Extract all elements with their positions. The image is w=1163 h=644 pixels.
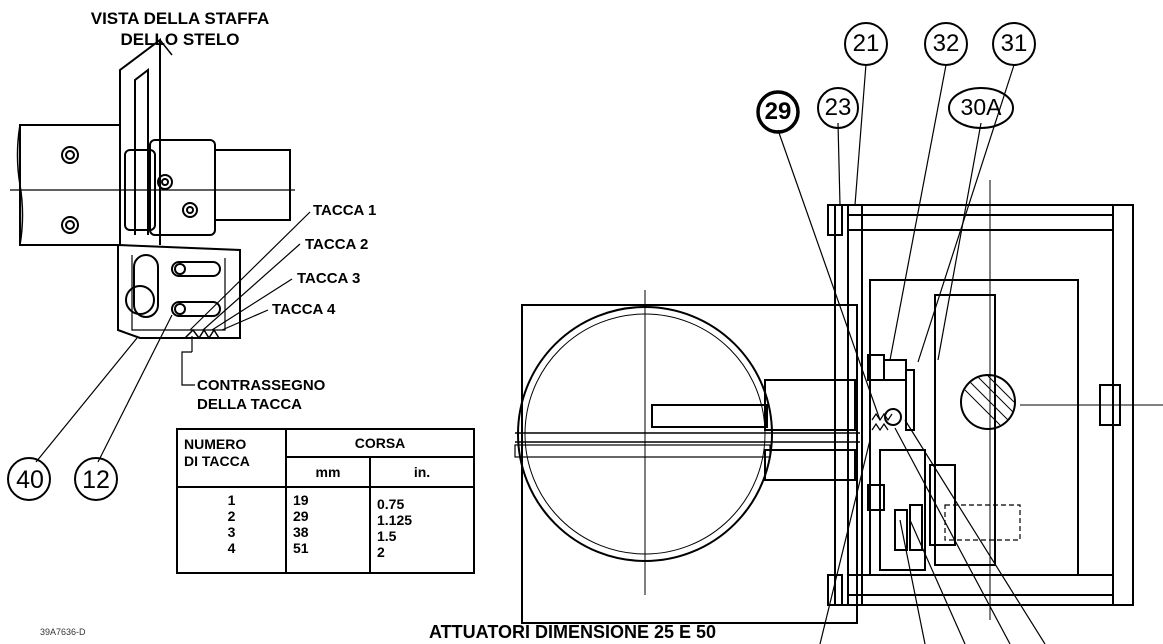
drawing-id: 39A7636-D — [40, 627, 86, 637]
callout-12: 12 — [82, 466, 110, 494]
notch-number-3: 3 — [227, 524, 236, 540]
tacca-1-label: TACCA 1 — [313, 202, 377, 219]
notch-number-2: 2 — [227, 508, 236, 524]
callout-23: 23 — [824, 94, 852, 121]
callout-21: 21 — [852, 30, 880, 57]
callout-21-circle — [844, 22, 888, 66]
callout-30a-circle — [948, 87, 1014, 129]
view-title: VISTA DELLA STAFFA DELLO STELO — [60, 8, 300, 50]
notch-numbers-cell: 1 2 3 4 — [176, 486, 287, 574]
callout-32-circle — [924, 22, 968, 66]
callout-29: 29 — [764, 98, 792, 125]
mm-value-3: 38 — [293, 524, 309, 540]
callout-40-circle — [7, 457, 51, 501]
callout-23-circle — [817, 87, 859, 129]
in-value-1: 0.75 — [377, 496, 405, 512]
notch-number-header: NUMERO DI TACCA — [176, 428, 287, 488]
mm-value-2: 29 — [293, 508, 309, 524]
actuator-section-view — [514, 63, 1163, 644]
notch-number-1: 1 — [227, 492, 236, 508]
mm-header: mm — [285, 456, 371, 488]
callout-30a: 30A — [960, 94, 1002, 120]
view-title-line2: DELLO STELO — [120, 30, 240, 49]
notch-mark-line2: DELLA TACCA — [197, 396, 302, 413]
in-header: in. — [369, 456, 475, 488]
callout-12-circle — [74, 457, 118, 501]
callout-40: 40 — [16, 466, 44, 494]
in-value-4: 2 — [377, 544, 385, 560]
stem-bracket-view — [10, 38, 311, 463]
mm-value-1: 19 — [293, 492, 309, 508]
in-value-3: 1.5 — [377, 528, 397, 544]
tacca-4-label: TACCA 4 — [272, 301, 336, 318]
tacca-2-label: TACCA 2 — [305, 236, 369, 253]
mm-values-cell: 19 29 38 51 — [285, 486, 371, 574]
notch-number-header-line2: DI TACCA — [184, 453, 250, 469]
bottom-title: ATTUATORI DIMENSIONE 25 E 50 — [429, 622, 717, 642]
in-value-2: 1.125 — [377, 512, 413, 528]
notch-number-header-line1: NUMERO — [184, 436, 247, 452]
stroke-header: CORSA — [285, 428, 475, 458]
view-title-line1: VISTA DELLA STAFFA — [90, 9, 270, 28]
callout-32: 32 — [932, 30, 960, 57]
callout-31-circle — [992, 22, 1036, 66]
callout-31: 31 — [1000, 30, 1028, 57]
notch-mark-line1: CONTRASSEGNO — [197, 377, 326, 394]
mm-value-4: 51 — [293, 540, 309, 556]
notch-mark-label: CONTRASSEGNO DELLA TACCA — [197, 376, 325, 414]
tacca-3-label: TACCA 3 — [297, 270, 361, 287]
notch-number-4: 4 — [227, 540, 236, 556]
in-values-cell: 0.75 1.125 1.5 2 — [369, 486, 475, 574]
callout-29-circle — [756, 90, 800, 134]
stroke-table: NUMERO DI TACCA CORSA mm in. 1 2 3 4 19 … — [176, 428, 475, 574]
